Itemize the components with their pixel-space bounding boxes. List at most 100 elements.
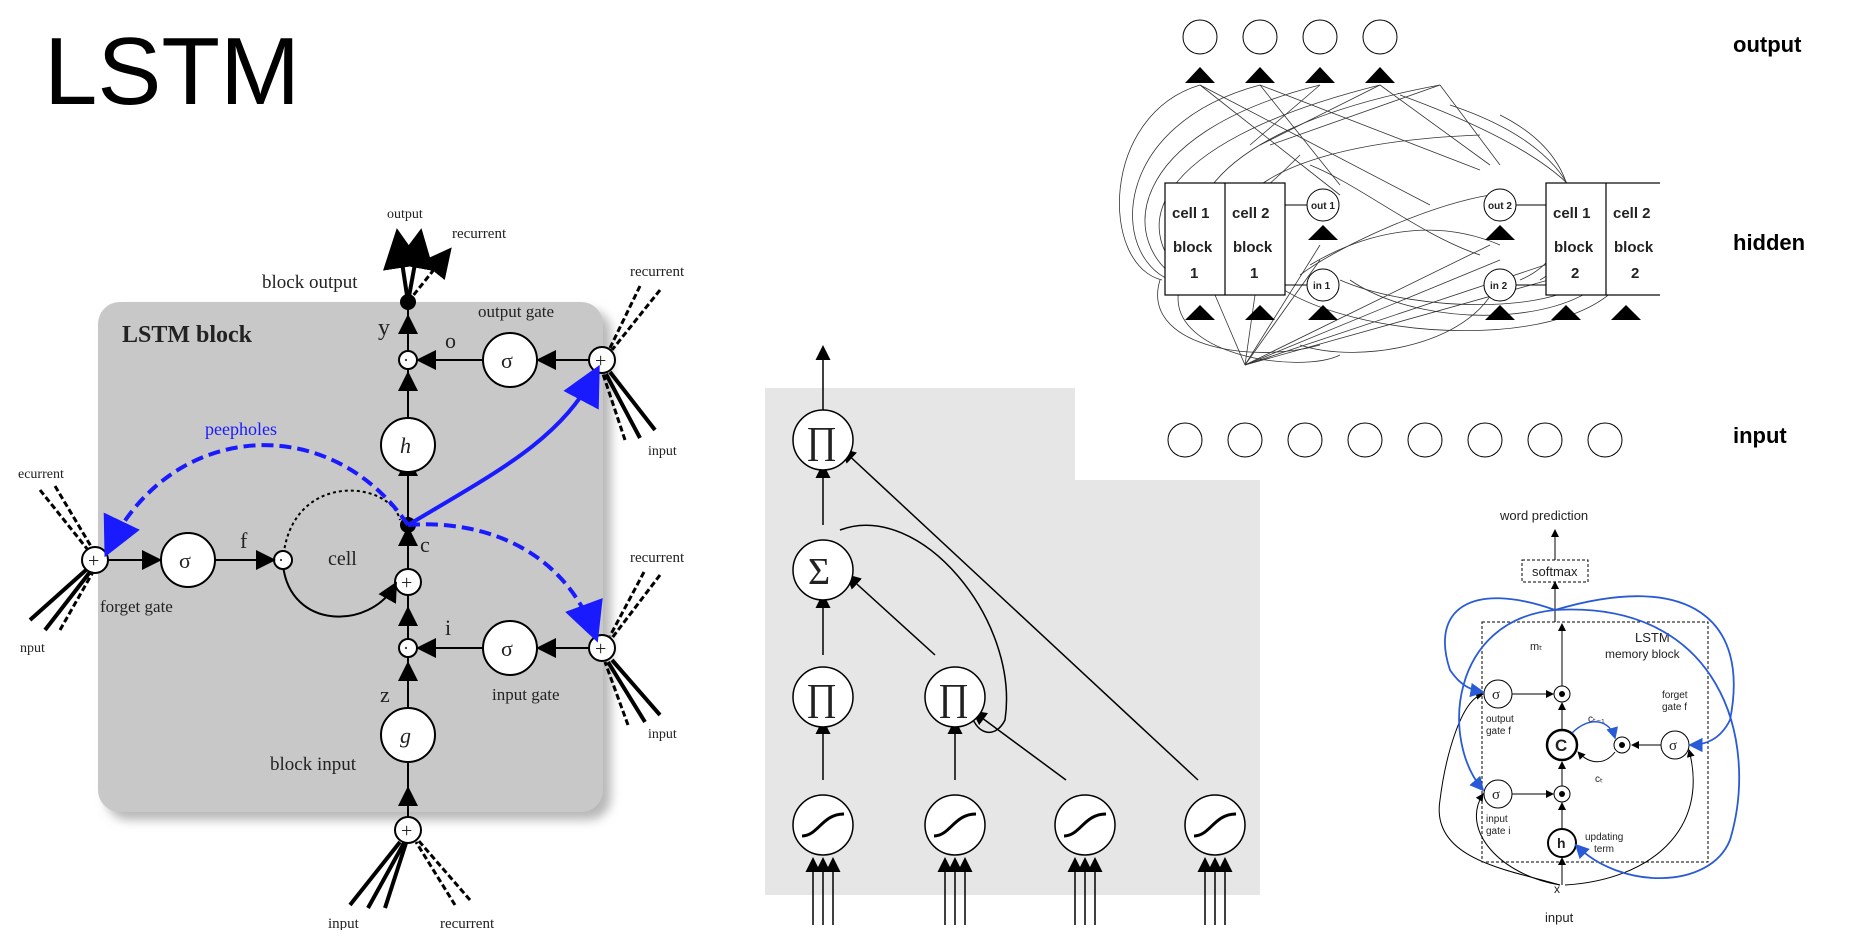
input-label: input xyxy=(1545,910,1574,925)
h-symbol: h xyxy=(400,433,411,458)
input-label-og: input xyxy=(648,444,677,459)
pi-symbol: ∏ xyxy=(806,420,837,462)
recurrent-paths xyxy=(1444,595,1741,879)
sigma-symbol: σ xyxy=(1492,687,1500,703)
f-label: f xyxy=(240,528,248,553)
output-gate-label: output xyxy=(1486,714,1514,725)
block-number: 2 xyxy=(1571,265,1579,282)
lstm-label: LSTM xyxy=(1635,630,1670,645)
hidden-layer-label: hidden xyxy=(1733,230,1806,255)
recurrent-label-og: recurrent xyxy=(630,264,685,280)
cell1-label: cell 1 xyxy=(1172,205,1210,222)
mult-symbol: · xyxy=(403,638,409,658)
pi-symbol: ∏ xyxy=(806,677,837,719)
gate-f-label: gate f xyxy=(1486,726,1511,737)
c-t1-label: cₜ₋₁ xyxy=(1588,714,1605,725)
out2-label: out 2 xyxy=(1488,201,1512,212)
block-input-node xyxy=(380,707,436,763)
input-arrows xyxy=(805,857,1233,925)
recurrent-label-bottom: recurrent xyxy=(440,916,495,930)
softmax-label: softmax xyxy=(1532,564,1578,579)
g-symbol: g xyxy=(400,723,411,748)
forget-gate-f-label: gate f xyxy=(1662,702,1687,713)
m-t-label: mₜ xyxy=(1530,641,1542,653)
forget-gate-label: forget gate xyxy=(100,597,173,616)
plus-symbol: + xyxy=(595,350,606,372)
plus-symbol: + xyxy=(401,572,412,594)
plus-symbol: + xyxy=(595,638,606,660)
i-label: i xyxy=(445,615,451,640)
cell2-label: cell 2 xyxy=(1232,205,1270,222)
output-gate-label: output gate xyxy=(478,302,554,321)
sigma-symbol: σ xyxy=(179,548,191,573)
input-units xyxy=(1167,422,1623,458)
cell1-label: cell 1 xyxy=(1553,205,1591,222)
sigma-symbol: σ xyxy=(1492,787,1500,803)
input-label-ig: input xyxy=(648,727,677,742)
input-label-fg: nput xyxy=(20,641,45,656)
sigma-symbol: σ xyxy=(501,348,513,373)
input-layer-label: input xyxy=(1733,423,1787,448)
lstm-block-title: LSTM block xyxy=(122,322,253,348)
block-number: 1 xyxy=(1190,265,1198,282)
block-input-label: block input xyxy=(270,754,357,775)
output-label: output xyxy=(387,207,423,222)
recurrent-label-ig: recurrent xyxy=(630,550,685,566)
cell2-label: cell 2 xyxy=(1613,205,1651,222)
lstm-block-bg xyxy=(98,302,603,812)
pi-node-right xyxy=(924,666,986,728)
c-label: c xyxy=(420,532,430,557)
term-label: term xyxy=(1594,844,1614,855)
sigmoid-units xyxy=(792,794,1246,856)
recurrent-label-fg: ecurrent xyxy=(18,467,64,482)
block-label: block xyxy=(1173,239,1213,256)
in1-label: in 1 xyxy=(1313,281,1331,292)
block-label: block xyxy=(1554,239,1594,256)
block-label: block xyxy=(1614,239,1654,256)
c-symbol: C xyxy=(1555,736,1567,755)
lstm-network-diagram: cell 1 cell 2 block block 1 1 out 1 in 1… xyxy=(1119,19,1660,458)
updating-label: updating xyxy=(1585,832,1623,843)
pi-sigma-diagram: ∏ Σ ∏ ∏ xyxy=(765,345,1260,925)
pi-node-top xyxy=(792,409,854,471)
input-gate-label: input xyxy=(1486,814,1508,825)
pi-node-left xyxy=(792,666,854,728)
recurrent-label-top: recurrent xyxy=(452,226,507,242)
output-units xyxy=(1182,19,1398,83)
gate-i-label: gate i xyxy=(1486,826,1510,837)
memory-block-label: memory block xyxy=(1605,647,1681,661)
sigma-symbol: σ xyxy=(501,636,513,661)
lstm-block-diagram: LSTM block output recurrent block output… xyxy=(18,207,685,930)
input-gate-label: input gate xyxy=(492,685,560,704)
block-number: 2 xyxy=(1631,265,1639,282)
h-symbol: h xyxy=(1557,835,1566,851)
peepholes-label: peepholes xyxy=(205,419,277,439)
lstm-memory-block-diagram: word prediction softmax LSTM memory bloc… xyxy=(1438,508,1741,925)
block-label: block xyxy=(1233,239,1273,256)
block-output-label: block output xyxy=(262,272,358,293)
mult-symbol: · xyxy=(278,550,284,570)
sum-node xyxy=(792,539,854,601)
output-layer-label: output xyxy=(1733,32,1802,57)
out1-label: out 1 xyxy=(1311,201,1335,212)
sigma-symbol: σ xyxy=(1669,738,1677,754)
block-number: 1 xyxy=(1250,265,1258,282)
word-prediction-label: word prediction xyxy=(1499,508,1588,523)
mult-symbol: · xyxy=(403,350,409,370)
cell-label: cell xyxy=(328,548,357,570)
pi-sigma-bg xyxy=(765,388,1260,895)
forget-label: forget xyxy=(1662,690,1688,701)
sigma-sum-symbol: Σ xyxy=(808,551,830,593)
z-label: z xyxy=(380,682,390,707)
x-label: x xyxy=(1554,882,1560,896)
pi-symbol: ∏ xyxy=(938,677,969,719)
h-node xyxy=(380,417,436,473)
c-t-label: cₜ xyxy=(1595,774,1603,785)
plus-symbol: + xyxy=(88,550,99,572)
y-label: y xyxy=(378,315,390,341)
input-label-bottom: input xyxy=(328,916,360,930)
in2-label: in 2 xyxy=(1490,281,1508,292)
memory-block-2: cell 1 cell 2 block block 2 2 out 2 in 2 xyxy=(1483,182,1660,320)
input-paths xyxy=(1438,691,1695,886)
